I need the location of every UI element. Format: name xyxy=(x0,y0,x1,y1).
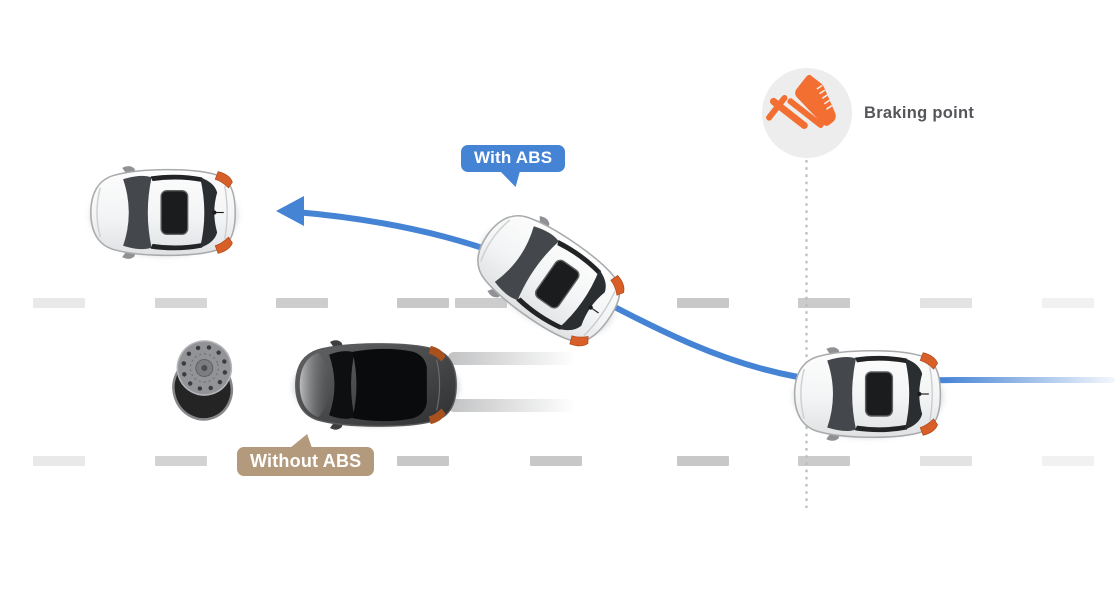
lane-dash xyxy=(33,298,85,308)
lane-dash xyxy=(798,456,850,466)
barrel-obstacle xyxy=(172,340,234,421)
lane-dash xyxy=(276,298,328,308)
without-abs-bubble: Without ABS xyxy=(237,434,375,476)
with-abs-bubble: With ABS xyxy=(461,145,566,187)
lane-dashes-top xyxy=(33,298,1094,308)
lane-dash xyxy=(920,298,972,308)
lane-dash xyxy=(920,456,972,466)
brake-pedal-icon xyxy=(762,68,852,158)
trajectory-arrow-icon xyxy=(276,196,304,226)
car-approaching xyxy=(794,347,944,441)
lane-dash xyxy=(530,456,582,466)
lane-dash xyxy=(455,298,507,308)
lane-dash xyxy=(155,456,207,466)
lane-dash xyxy=(798,298,850,308)
lane-dash xyxy=(1042,298,1094,308)
lane-dashes-bottom xyxy=(33,456,1094,466)
lane-dash xyxy=(677,298,729,308)
car-without-abs xyxy=(293,340,459,430)
skid-mark xyxy=(448,399,575,412)
car-with-abs-stopped xyxy=(90,166,238,259)
lane-dash xyxy=(677,456,729,466)
lane-dash xyxy=(33,456,85,466)
lane-dash xyxy=(155,298,207,308)
car-with-abs-steering xyxy=(459,196,637,360)
lane-dash xyxy=(397,298,449,308)
lane-dash xyxy=(1042,456,1094,466)
skid-mark xyxy=(448,352,575,365)
braking-point-label: Braking point xyxy=(864,104,975,122)
without-abs-label: Without ABS xyxy=(250,451,362,471)
lane-dash xyxy=(397,456,449,466)
with-abs-label: With ABS xyxy=(474,148,553,167)
skid-marks xyxy=(448,352,575,412)
